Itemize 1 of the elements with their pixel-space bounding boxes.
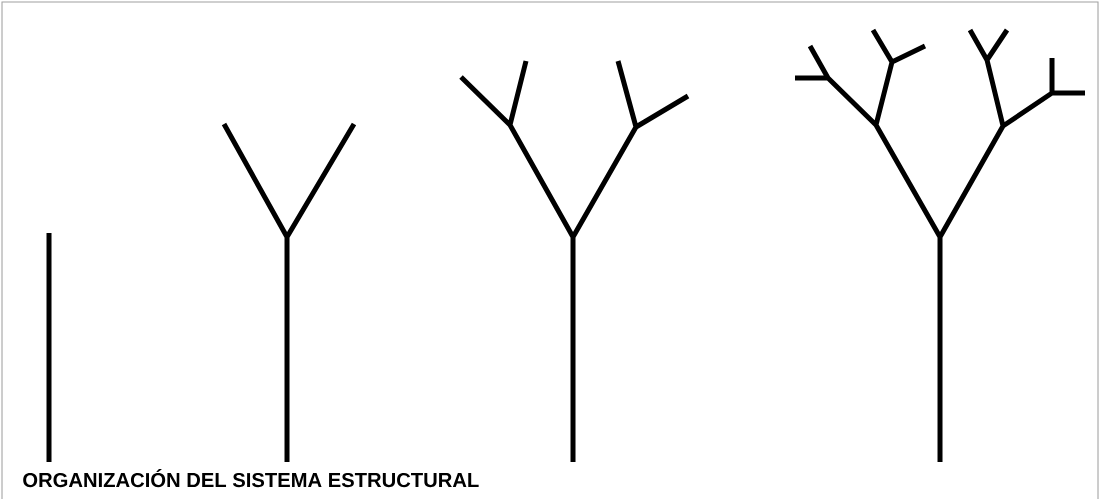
- caption: ORGANIZACIÓN DEL SISTEMA ESTRUCTURAL: [23, 469, 479, 488]
